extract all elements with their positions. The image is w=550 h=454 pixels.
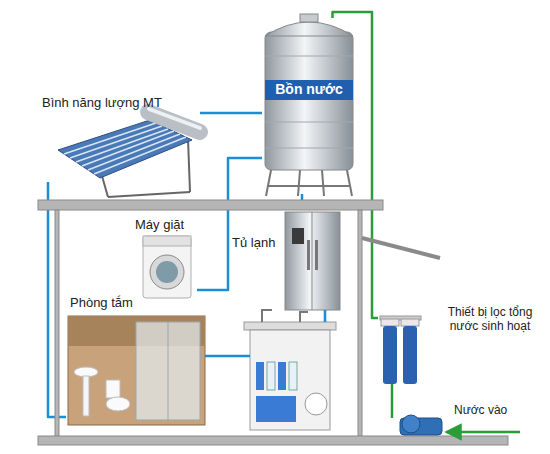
filter-housing <box>383 326 397 384</box>
heater-stand <box>188 139 190 192</box>
inlet-label: Nước vào <box>454 404 534 418</box>
ro-tank <box>305 393 327 415</box>
heater-stand <box>102 176 108 197</box>
tank-stand <box>268 185 350 187</box>
faucet <box>262 310 272 322</box>
house-wall <box>358 210 362 436</box>
bathroom-photo <box>68 316 205 425</box>
fridge-handle <box>307 240 310 270</box>
inlet-arrow <box>446 431 520 434</box>
ro-filter <box>256 362 264 390</box>
roof-slab <box>38 200 383 210</box>
tank-ring <box>265 148 353 149</box>
tank-cap <box>300 14 318 22</box>
fridge-body <box>285 212 340 310</box>
sink-cabinet <box>250 330 330 430</box>
tank-dome <box>265 22 353 36</box>
washer-body <box>143 236 191 298</box>
sink-counter <box>244 322 336 330</box>
filter-housing <box>403 326 417 384</box>
heater-highlight <box>149 109 200 128</box>
heater-cylinder <box>148 112 200 132</box>
toilet-bowl <box>106 397 130 411</box>
node-label: Phòng tắm <box>70 296 200 311</box>
filter-cap <box>381 319 399 326</box>
tank-stand <box>298 170 300 196</box>
tank-stand <box>322 170 324 196</box>
shower-glass <box>136 322 200 420</box>
floor-slab <box>38 436 508 445</box>
appliance-node: Thiết bị lọc tổng nước sinh hoạt <box>378 304 546 388</box>
washer-door <box>150 255 184 289</box>
node-label: Thiết bị lọc tổng nước sinh hoạt <box>434 306 546 334</box>
node-label: Bồn nước <box>262 81 356 97</box>
pump-motor <box>402 415 420 433</box>
ro-filter <box>267 362 275 390</box>
tank-ring <box>265 56 353 57</box>
ro-filter <box>256 396 296 422</box>
appliance-node: Bình năng lượng MT <box>40 96 200 182</box>
tank-ring <box>265 122 353 123</box>
washer-panel <box>143 236 191 246</box>
ro-filter <box>278 362 286 390</box>
ro-filter <box>289 362 297 390</box>
node-label: Tủ lạnh <box>232 236 284 251</box>
fridge-handle <box>315 240 318 270</box>
toilet-tank <box>106 380 120 398</box>
appliance-node: Bồn nước <box>262 18 356 194</box>
tank-body <box>265 32 353 170</box>
washbasin-pedestal <box>83 376 89 416</box>
faucet <box>300 312 308 322</box>
washer-glass <box>156 261 178 283</box>
fridge-dispenser <box>292 228 304 244</box>
node-label: Máy giặt <box>135 218 197 233</box>
appliance-node: Tủ lạnh <box>232 210 344 312</box>
filter-cap <box>401 319 419 326</box>
shower-frame <box>168 322 169 420</box>
water-pipe <box>197 158 262 290</box>
node-label: Bình năng lượng MT <box>42 96 198 111</box>
water-pipe <box>324 310 327 322</box>
vacuum-tube <box>94 137 186 174</box>
fridge-door-gap <box>312 212 313 310</box>
water-pipe <box>391 384 394 418</box>
water-pipe <box>205 355 250 358</box>
appliance-node: Phòng tắm <box>66 296 208 427</box>
house-wall <box>55 210 59 436</box>
water-pipe <box>200 112 262 115</box>
appliance-node: Máy giặt <box>135 218 197 302</box>
vacuum-tube <box>88 134 180 170</box>
heater-stand <box>108 192 190 197</box>
drain-pipe <box>362 238 440 258</box>
